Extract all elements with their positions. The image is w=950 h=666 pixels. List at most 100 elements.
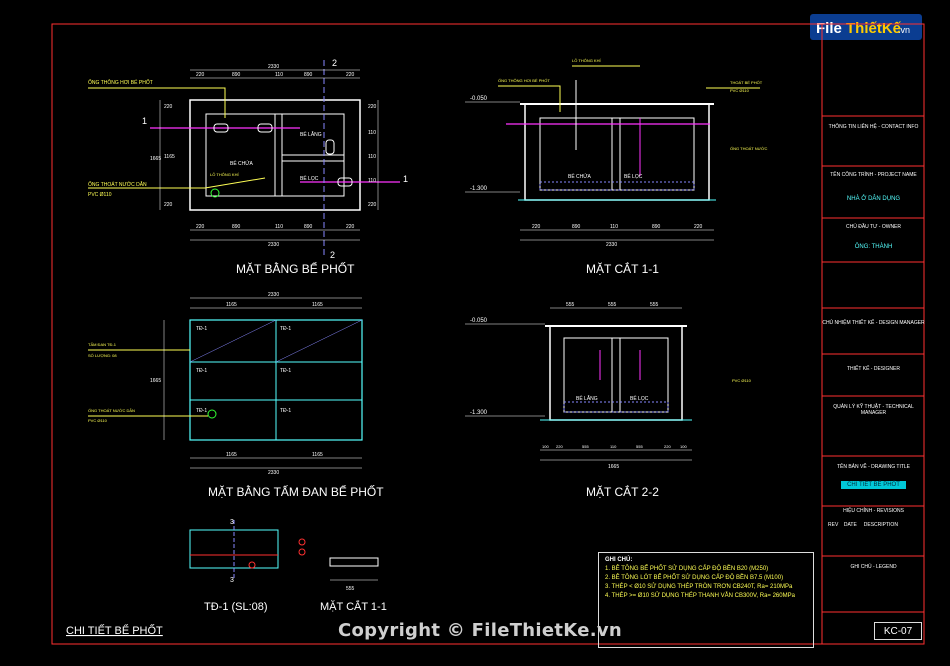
detail-dim: 555: [346, 586, 355, 592]
sheet-code: KC-07: [874, 622, 922, 640]
s22-dim-top-1: 555: [566, 302, 575, 308]
plan-dim-right-2: 110: [368, 130, 376, 136]
lidplan-view: TĐ-1 TĐ-1 TĐ-1 TĐ-1 TĐ-1 TĐ-1 TẤM ĐAN TĐ…: [88, 292, 384, 499]
plan-section-mark-1b: 1: [403, 174, 408, 184]
plan-dim-right-4: 110: [368, 178, 376, 184]
s11-level-bot: -1.300: [470, 186, 488, 192]
s11-rebar: [539, 181, 695, 191]
tb-drawing-value: CHI TIẾT BỂ PHỐT: [841, 481, 906, 489]
s11-level-top: -0.050: [470, 96, 488, 102]
s11-dim-2: 890: [572, 224, 581, 230]
s22-dim-bot-5: 555: [636, 444, 643, 449]
plan-room-3: BỂ LỌC: [300, 175, 319, 182]
lid-title: MẶT BẰNG TẤM ĐAN BỂ PHỐT: [208, 484, 384, 499]
footer-title: CHI TIẾT BỂ PHỐT: [66, 623, 163, 637]
s22-room-1: BỂ LẮNG: [576, 394, 598, 402]
plan-dim-bot-5: 220: [346, 224, 355, 230]
lid-panel-4: TĐ-1: [280, 368, 291, 374]
tb-rev-col-date: DATE: [843, 522, 857, 528]
plan-title: MẶT BẰNG BỂ PHỐT: [236, 261, 355, 276]
lid-dim-bot-1: 1165: [226, 452, 237, 458]
tb-project-label: TÊN CÔNG TRÌNH - PROJECT NAME: [830, 172, 917, 178]
s11-dim-5: 220: [694, 224, 703, 230]
plan-room-1: BỂ CHỨA: [230, 160, 254, 167]
plan-outer-wall: [189, 99, 361, 211]
s11-tag-5: ỐNG THOÁT NƯỚC: [730, 146, 767, 151]
lid-diag-2: [275, 319, 363, 363]
plan-pipe-fitting-3: [325, 139, 335, 155]
lid-panel-6: TĐ-1: [280, 408, 291, 414]
s11-title: MẶT CẮT 1-1: [586, 261, 659, 276]
section22-view: -0.050 -1.300 BỂ LẮNG BỂ LỌC PVC Ø110 55…: [465, 302, 752, 499]
notes-heading: GHI CHÚ:: [605, 557, 633, 563]
plan-dim-top-4: 890: [304, 72, 313, 78]
plan-dim-left-1: 220: [164, 104, 173, 110]
plan-dim-bot-3: 110: [275, 224, 283, 230]
plan-leader-1: [88, 87, 226, 118]
note-item: 1. BÊ TÔNG BỂ PHỐT SỬ DỤNG CẤP ĐỘ BỀN B2…: [605, 566, 769, 572]
tb-rev-col-rev: REV: [828, 522, 839, 528]
detail-title-2: MẶT CẮT 1-1: [320, 600, 387, 613]
brand-suffix: .vn: [898, 25, 910, 35]
plan-room-note: LỖ THÔNG KHÍ: [210, 172, 239, 177]
plan-tag-vent: ỐNG THÔNG HƠI BỂ PHỐT: [88, 79, 153, 86]
plan-leader-2: [88, 177, 266, 189]
s11-dim-3: 110: [610, 224, 618, 230]
plan-view: ỐNG THÔNG HƠI BỂ PHỐT ỐNG THOÁT NƯỚC DẪN…: [88, 58, 408, 276]
lid-dim-top-2: 1165: [312, 302, 323, 308]
plan-section-mark-2a: 2: [332, 58, 337, 68]
tb-designer-label: THIẾT KẾ - DESIGNER: [847, 366, 900, 372]
s11-tag-4: PVC Ø110: [730, 88, 750, 93]
sheet-border: [51, 23, 925, 645]
tb-owner-label: CHỦ ĐẦU TƯ - OWNER: [845, 224, 901, 230]
plan-dim-right-3: 110: [368, 154, 376, 160]
plan-dim-left-2: 1165: [164, 154, 175, 160]
lid-tag-4: PVC Ø110: [88, 418, 108, 423]
plan-dim-top-2: 890: [232, 72, 241, 78]
plan-tag-pvc: PVC Ø110: [88, 192, 112, 198]
tb-drawing-label: TÊN BẢN VẼ - DRAWING TITLE: [836, 464, 911, 470]
note-item: 2. BÊ TÔNG LÓT BỂ PHỐT SỬ DỤNG CẤP ĐỘ BỀ…: [605, 575, 784, 581]
s22-dim-bot-1: 100: [542, 444, 549, 449]
plan-dim-bot-2: 890: [232, 224, 241, 230]
s22-room-2: BỂ LỌC: [630, 395, 649, 402]
lid-panel-2: TĐ-1: [280, 326, 291, 332]
s22-title: MẶT CẮT 2-2: [586, 484, 659, 499]
s22-dim-top-3: 555: [650, 302, 659, 308]
plan-dim-left-3: 220: [164, 202, 173, 208]
lid-tag-3: ỐNG THOÁT NƯỚC DẪN: [88, 408, 135, 413]
s11-room-2: BỂ LỌC: [624, 173, 643, 180]
lid-dim-bot-total: 2330: [268, 470, 279, 476]
s22-level-top: -0.050: [470, 318, 488, 324]
plan-dim-top-total: 2330: [268, 64, 279, 70]
plan-pipe-fitting-1: [213, 123, 229, 133]
plan-dim-bot-4: 890: [304, 224, 313, 230]
s22-dim-bot-3: 555: [582, 444, 589, 449]
detail-section-marker-2: [298, 548, 306, 556]
s11-room-1: BỂ CHỨA: [568, 173, 592, 180]
s22-level-bot: -1.300: [470, 410, 488, 416]
plan-dim-left-total: 1665: [150, 156, 161, 162]
s22-dim-bot-total: 1665: [608, 464, 619, 470]
s11-tag-1: ỐNG THÔNG HƠI BỂ PHỐT: [498, 78, 550, 83]
plan-vent-circle: [210, 188, 220, 198]
tb-tech-label: QUẢN LÝ KỸ THUẬT - TECHNICAL MANAGER: [833, 404, 914, 416]
tb-revision-label: HIỆU CHỈNH - REVISIONS: [843, 508, 904, 514]
lid-dim-bot-2: 1165: [312, 452, 323, 458]
s22-tag-1: PVC Ø110: [732, 378, 752, 383]
note-item: 4. THÉP >= Ø10 SỬ DỤNG THÉP THANH VẰN CB…: [605, 593, 795, 599]
tb-manager-label: CHỦ NHIỆM THIẾT KẾ - DESIGN MANAGER: [822, 320, 925, 326]
detail-section-marker-1: [298, 538, 306, 546]
s11-dim-4: 890: [652, 224, 661, 230]
plan-pipe-fitting-4: [337, 177, 353, 187]
s22-outer: [549, 325, 683, 421]
s11-inner: [539, 117, 695, 191]
detail-section-slab: [329, 557, 379, 567]
plan-dim-top-1: 220: [196, 72, 205, 78]
plan-dim-right-5: 220: [368, 202, 377, 208]
lid-tag-2: SỐ LƯỢNG: 08: [88, 353, 117, 358]
plan-section-mark-1a: 1: [142, 116, 147, 126]
tb-owner-value: ÔNG: THÀNH: [854, 244, 893, 250]
tb-project-value: NHÀ Ở DÂN DỤNG: [846, 196, 901, 202]
